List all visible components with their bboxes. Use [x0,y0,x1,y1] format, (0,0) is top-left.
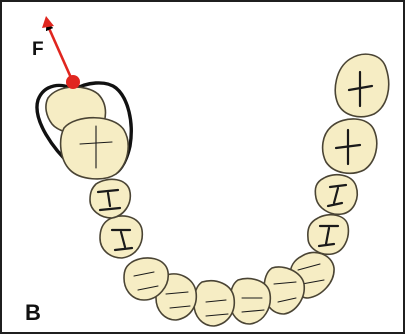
force-label: F [32,40,44,59]
molar-left-mesial [61,118,129,179]
premolar-left-first [90,179,130,218]
molar-right-lower [323,119,377,173]
premolar-right-first [315,175,357,215]
force-arrow-head [42,16,54,28]
force-arrow [48,26,72,80]
premolar-left-second [100,216,142,258]
molar-right-upper [335,54,388,117]
panel-label: B [25,302,41,324]
contact-point [66,75,80,89]
incisor-lateral-right [264,267,304,314]
premolar-right-second [308,215,349,255]
incisor-central-right [230,279,270,324]
incisor-central-left [194,281,234,326]
